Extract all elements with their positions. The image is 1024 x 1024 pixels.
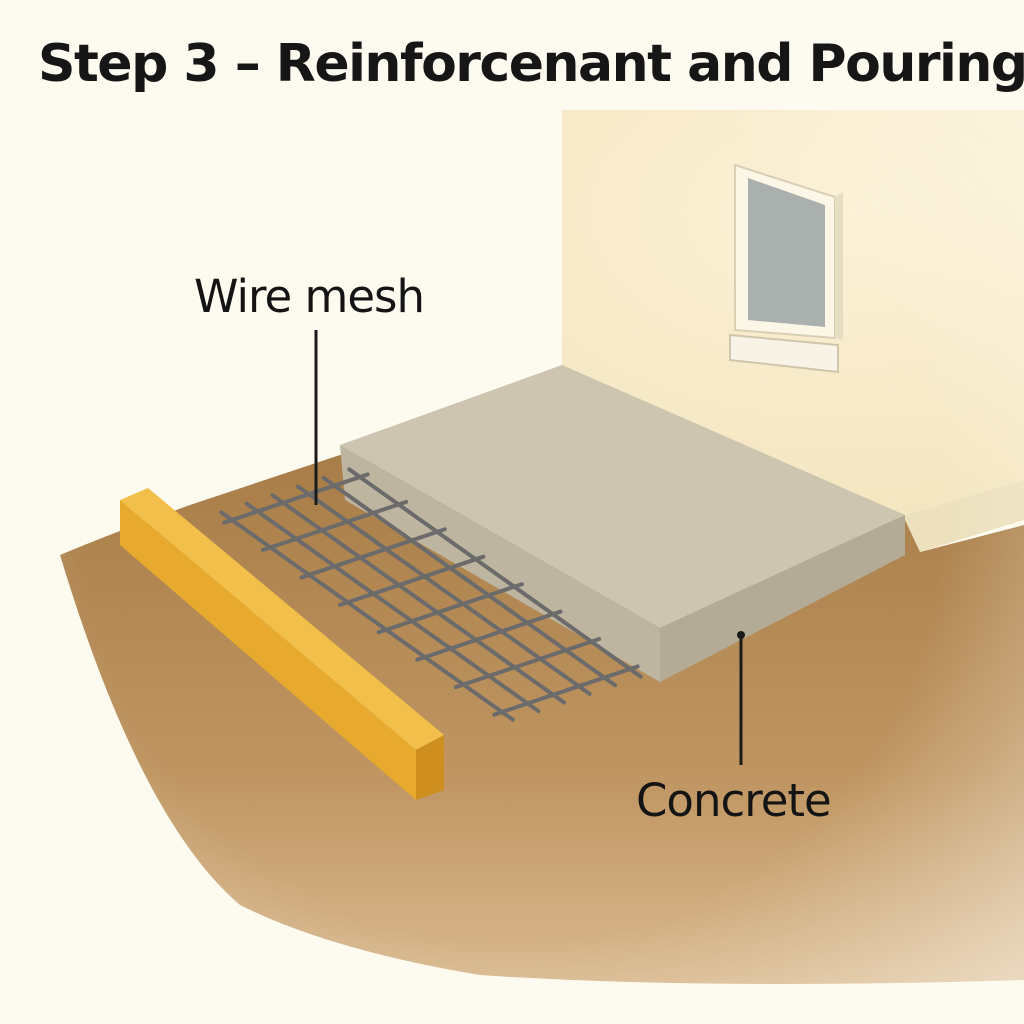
mesh-bar-cross xyxy=(492,664,640,717)
mesh-bar-cross xyxy=(415,609,563,662)
concrete-leader-dot xyxy=(737,631,745,639)
form-board-icon xyxy=(120,488,444,800)
concrete-slab-icon xyxy=(340,365,905,682)
mesh-bar-cross xyxy=(222,472,370,525)
concrete-label: Concrete xyxy=(636,774,832,827)
mesh-bar-cross xyxy=(338,554,486,607)
page-title: Step 3 – Reinforcenant and Pouring xyxy=(38,34,1024,94)
mesh-bar-cross xyxy=(376,582,524,635)
mesh-bar-cross xyxy=(453,636,602,690)
mesh-bar-cross xyxy=(299,527,447,580)
mesh-bar-cross xyxy=(260,499,409,553)
wire-mesh-label: Wire mesh xyxy=(194,270,425,323)
wire-mesh-icon xyxy=(219,467,643,722)
